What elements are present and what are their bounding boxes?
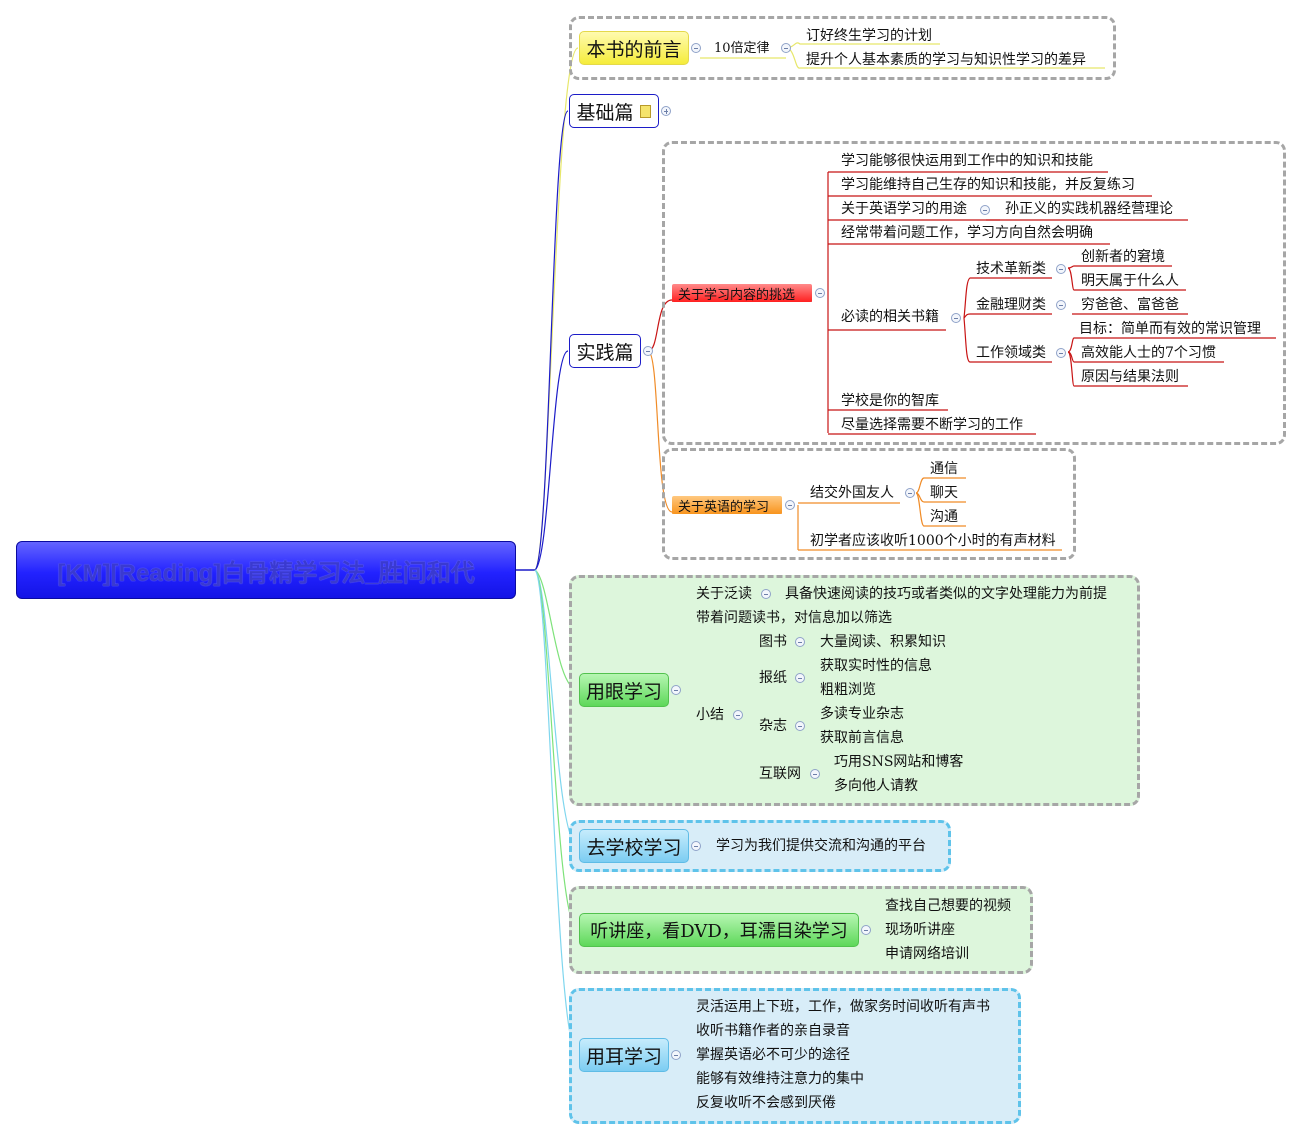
collapse-icon[interactable] <box>980 205 990 215</box>
eyes-item: 具备快速阅读的技巧或者类似的文字处理能力为前提 <box>785 586 1107 602</box>
topic-practice[interactable]: 实践篇 <box>569 334 641 368</box>
collapse-icon[interactable] <box>691 43 701 53</box>
subtopic-english[interactable]: 关于英语的学习 <box>672 496 782 515</box>
collapse-icon[interactable] <box>785 500 795 510</box>
school-item: 学习为我们提供交流和沟通的平台 <box>716 838 926 854</box>
media-item: 巧用SNS网站和博客 <box>834 754 964 770</box>
content-selection-group <box>662 141 1286 445</box>
ears-item: 灵活运用上下班，工作，做家务时间收听有声书 <box>696 999 990 1015</box>
english-group <box>662 448 1076 560</box>
topic-school-label: 去学校学习 <box>586 836 682 859</box>
lecture-item: 申请网络培训 <box>885 946 969 962</box>
media-category: 图书 <box>759 634 787 650</box>
collapse-icon[interactable] <box>861 925 871 935</box>
english-friend-item: 沟通 <box>930 509 958 525</box>
content-item: 关于英语学习的用途 <box>841 201 967 217</box>
topic-lecture-label: 听讲座，看DVD，耳濡目染学习 <box>590 921 848 942</box>
collapse-icon[interactable] <box>761 589 771 599</box>
preface-rule: 10倍定律 <box>714 41 770 56</box>
note-icon[interactable] <box>640 105 651 118</box>
content-item: 必读的相关书籍 <box>841 309 939 325</box>
media-item: 多读专业杂志 <box>820 706 904 722</box>
media-item: 获取前言信息 <box>820 730 904 746</box>
collapse-icon[interactable] <box>671 685 681 695</box>
collapse-icon[interactable] <box>781 43 791 53</box>
lecture-item: 查找自己想要的视频 <box>885 898 1011 914</box>
collapse-icon[interactable] <box>671 1050 681 1060</box>
topic-preface[interactable]: 本书的前言 <box>579 31 689 65</box>
root-topic-label: [KM][Reading]白骨精学习法_胜间和代 <box>57 559 475 587</box>
topic-ears[interactable]: 用耳学习 <box>579 1038 669 1072</box>
preface-item: 订好终生学习的计划 <box>806 28 932 44</box>
media-item: 多向他人请教 <box>834 778 918 794</box>
collapse-icon[interactable] <box>795 721 805 731</box>
eyes-item: 关于泛读 <box>696 586 752 602</box>
topic-ears-label: 用耳学习 <box>585 1045 662 1068</box>
book-category: 金融理财类 <box>976 297 1046 313</box>
media-item: 粗粗浏览 <box>820 682 876 698</box>
preface-item: 提升个人基本素质的学习与知识性学习的差异 <box>806 52 1086 68</box>
english-label: 关于英语的学习 <box>678 499 770 515</box>
book-title: 明天属于什么人 <box>1081 273 1179 289</box>
topic-eyes-label: 用眼学习 <box>585 680 662 703</box>
collapse-icon[interactable] <box>795 637 805 647</box>
media-category: 报纸 <box>759 670 787 686</box>
ears-item: 反复收听不会感到厌倦 <box>696 1095 836 1111</box>
english-friend-item: 聊天 <box>930 485 958 501</box>
ears-item: 掌握英语必不可少的途径 <box>696 1047 850 1063</box>
collapse-icon[interactable] <box>643 346 653 356</box>
collapse-icon[interactable] <box>951 313 961 323</box>
english-friend-item: 通信 <box>930 461 958 477</box>
book-title: 高效能人士的7个习惯 <box>1081 345 1216 361</box>
content-item: 学习能够很快运用到工作中的知识和技能 <box>841 153 1093 169</box>
topic-basics-label: 基础篇 <box>576 101 634 124</box>
topic-eyes[interactable]: 用眼学习 <box>579 673 669 707</box>
book-title: 目标：简单而有效的常识管理 <box>1079 321 1261 337</box>
english-item: 初学者应该收听1000个小时的有声材料 <box>810 533 1056 549</box>
book-title: 创新者的窘境 <box>1081 249 1165 265</box>
topic-basics[interactable]: 基础篇 <box>569 94 659 128</box>
book-title: 穷爸爸、富爸爸 <box>1081 297 1179 313</box>
collapse-icon[interactable] <box>810 769 820 779</box>
book-category: 技术革新类 <box>976 261 1046 277</box>
topic-school[interactable]: 去学校学习 <box>579 829 689 863</box>
ears-item: 能够有效维持注意力的集中 <box>696 1071 864 1087</box>
topic-practice-label: 实践篇 <box>576 341 634 364</box>
media-item: 获取实时性的信息 <box>820 658 932 674</box>
collapse-icon[interactable] <box>733 710 743 720</box>
preface-group <box>569 16 1116 80</box>
root-topic[interactable]: [KM][Reading]白骨精学习法_胜间和代 <box>16 541 516 599</box>
book-title: 原因与结果法则 <box>1081 369 1179 385</box>
content-item: 尽量选择需要不断学习的工作 <box>841 417 1023 433</box>
lecture-item: 现场听讲座 <box>885 922 955 938</box>
content-item: 孙正义的实践机器经营理论 <box>1005 201 1173 217</box>
eyes-item: 小结 <box>696 707 724 723</box>
collapse-icon[interactable] <box>815 288 825 298</box>
collapse-icon[interactable] <box>795 673 805 683</box>
collapse-icon[interactable] <box>1056 300 1066 310</box>
book-category: 工作领域类 <box>976 345 1046 361</box>
eyes-item: 带着问题读书，对信息加以筛选 <box>696 610 892 626</box>
ears-item: 收听书籍作者的亲自录音 <box>696 1023 850 1039</box>
collapse-icon[interactable] <box>1056 348 1066 358</box>
content-item: 学习能维持自己生存的知识和技能，并反复练习 <box>841 177 1135 193</box>
topic-lecture[interactable]: 听讲座，看DVD，耳濡目染学习 <box>579 913 859 947</box>
collapse-icon[interactable] <box>905 488 915 498</box>
media-item: 大量阅读、积累知识 <box>820 634 946 650</box>
media-category: 互联网 <box>759 766 801 782</box>
expand-icon[interactable] <box>661 106 671 116</box>
content-item: 经常带着问题工作，学习方向自然会明确 <box>841 225 1093 241</box>
topic-preface-label: 本书的前言 <box>586 38 682 61</box>
english-item: 结交外国友人 <box>810 485 894 501</box>
subtopic-content-selection[interactable]: 关于学习内容的挑选 <box>672 284 812 303</box>
collapse-icon[interactable] <box>1056 264 1066 274</box>
content-item: 学校是你的智库 <box>841 393 939 409</box>
collapse-icon[interactable] <box>691 841 701 851</box>
content-selection-label: 关于学习内容的挑选 <box>678 287 796 303</box>
media-category: 杂志 <box>759 718 787 734</box>
